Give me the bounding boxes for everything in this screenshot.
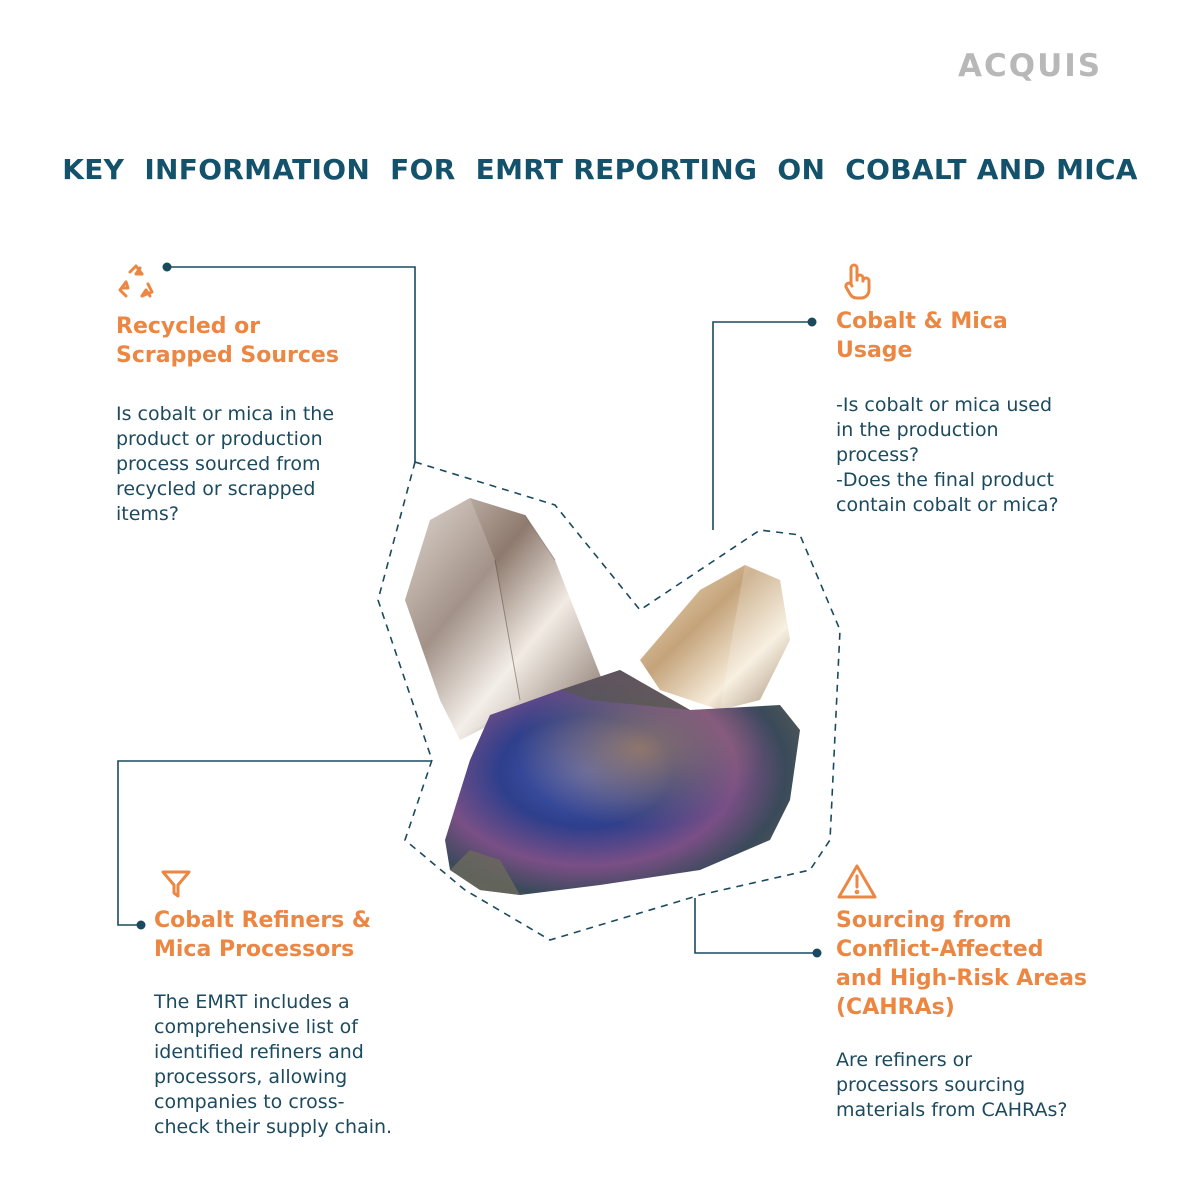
connector-line-usage [712,321,812,530]
section-refiners: Cobalt Refiners & Mica Processors The EM… [154,906,454,1140]
hand-pointer-icon [838,262,876,309]
recycle-icon [116,262,156,307]
section-recycled-body: Is cobalt or mica in the product or prod… [116,403,335,525]
section-cahras: Sourcing from Conflict-Affected and High… [836,906,1136,1123]
section-refiners-body: The EMRT includes a comprehensive list o… [154,991,393,1138]
filter-icon [160,868,192,905]
acquis-logo: ACQUIS [958,48,1103,84]
page-title: KEY INFORMATION FOR EMRT REPORTING ON CO… [62,153,1138,186]
connector-line-refiners [117,760,432,926]
section-recycled-heading: Recycled or Scrapped Sources [116,314,339,368]
section-usage: Cobalt & Mica Usage -Is cobalt or mica u… [836,307,1136,518]
section-cahras-body: Are refiners or processors sourcing mate… [836,1049,1068,1121]
specimen-outline [377,460,841,941]
section-cahras-heading: Sourcing from Conflict-Affected and High… [836,908,1088,1020]
mineral-specimen-image [405,498,800,895]
section-usage-heading: Cobalt & Mica Usage [836,309,1008,363]
section-refiners-heading: Cobalt Refiners & Mica Processors [154,908,372,962]
section-usage-body: -Is cobalt or mica used in the productio… [836,394,1059,516]
section-recycled: Recycled or Scrapped Sources Is cobalt o… [116,312,396,527]
warning-icon [836,863,878,906]
connector-line-recycled [167,266,416,462]
connector-line-cahras [694,898,817,954]
